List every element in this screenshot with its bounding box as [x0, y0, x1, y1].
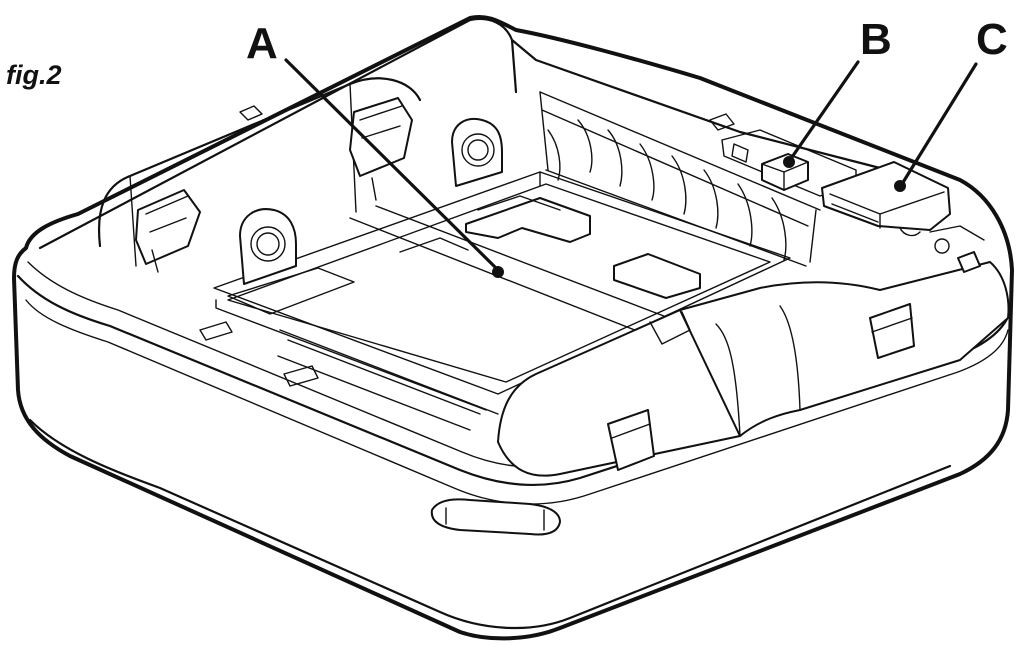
- callout-c-label: C: [976, 15, 1008, 64]
- callout-b-group: B: [783, 15, 892, 168]
- callout-b-leader: [788, 60, 860, 162]
- rear-fins: [239, 91, 821, 267]
- callout-a-leader: [284, 58, 500, 272]
- callout-a-label: A: [246, 19, 278, 68]
- front-lip: [497, 261, 1010, 477]
- callout-c-leader: [900, 62, 978, 186]
- inner-tray: [38, 17, 950, 431]
- connector: [821, 161, 985, 273]
- callout-a-group: A: [246, 19, 504, 278]
- front-foot: [430, 498, 561, 536]
- callout-b-dot: [783, 156, 795, 168]
- callout-c-group: C: [894, 15, 1008, 192]
- callout-a-dot: [492, 266, 504, 278]
- button-housing: [721, 129, 857, 197]
- figure-caption: fig.2: [6, 60, 62, 90]
- callout-c-dot: [894, 180, 906, 192]
- callout-b-label: B: [860, 15, 892, 64]
- left-clips: [135, 97, 503, 285]
